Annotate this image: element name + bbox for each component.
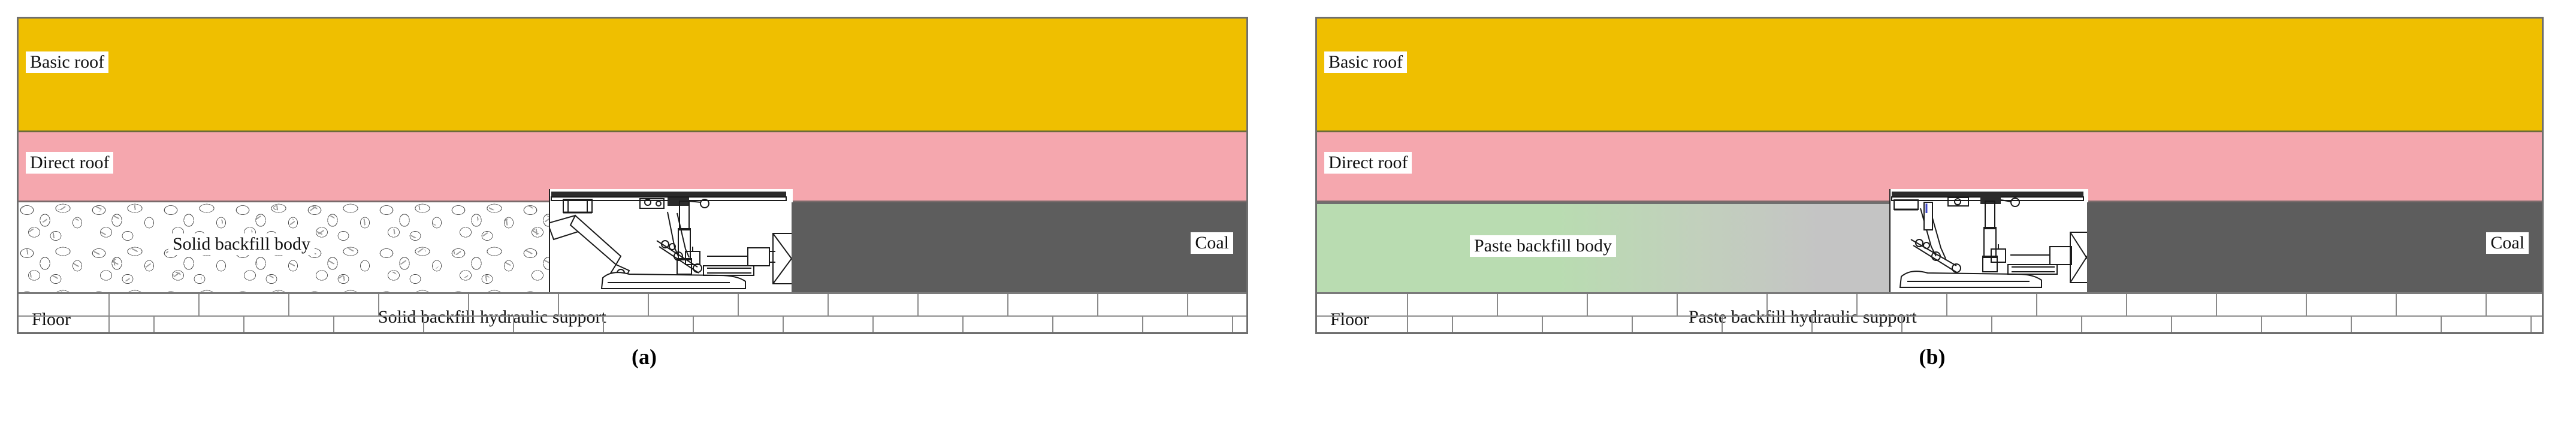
floor-brick — [2171, 315, 2262, 332]
floor-course-line — [1317, 315, 2542, 317]
floor-brick — [917, 294, 1008, 315]
floor-brick — [468, 294, 559, 315]
floor-brick — [1007, 294, 1098, 315]
floor-brick — [19, 294, 110, 315]
floor-brick — [1452, 315, 1543, 332]
floor-brick-row — [1317, 315, 2542, 332]
floor-brick — [2081, 315, 2172, 332]
floor-brick — [693, 315, 784, 332]
floor-brick — [2126, 294, 2217, 315]
floor-brick — [333, 315, 424, 332]
layer-floor-b: Floor Paste backfill hydraulic support — [1317, 292, 2542, 332]
floor-brick — [1142, 315, 1233, 332]
label-basic-roof-a: Basic roof — [26, 51, 109, 73]
floor-brick — [1362, 315, 1453, 332]
caption-b: (b) — [1919, 345, 1946, 369]
floor-brick — [1766, 294, 1858, 315]
floor-brick — [783, 315, 874, 332]
label-paste-backfill-hydraulic-support: Paste backfill hydraulic support — [1689, 307, 1917, 327]
floor-brick — [648, 294, 739, 315]
floor-brick — [1991, 315, 2082, 332]
floor-brick-row — [19, 315, 1246, 332]
floor-brick — [1097, 294, 1188, 315]
diagram-a: Basic roof Direct roof Solid backfill bo… — [17, 17, 1248, 334]
floor-brick — [2396, 294, 2487, 315]
floor-brick — [19, 315, 110, 332]
floor-brick — [1946, 294, 2037, 315]
floor-brick — [2306, 294, 2397, 315]
floor-brick — [2216, 294, 2307, 315]
floor-brick — [1856, 294, 1947, 315]
floor-brick — [198, 294, 289, 315]
floor-brick — [1722, 315, 1813, 332]
layer-coal-a: Coal — [792, 202, 1246, 292]
floor-brick-row — [1317, 294, 2542, 315]
label-floor-a: Floor — [32, 309, 71, 329]
floor-brick — [828, 294, 919, 315]
label-paste-backfill-body: Paste backfill body — [1470, 235, 1616, 257]
layer-solid-backfill-body: Solid backfill body — [19, 202, 549, 292]
floor-brick — [2351, 315, 2442, 332]
layer-basic-roof-b: Basic roof — [1317, 19, 2542, 132]
layer-paste-backfill-body: Paste backfill body — [1317, 202, 1889, 292]
floor-brick — [1587, 294, 1678, 315]
label-solid-backfill-hydraulic-support: Solid backfill hydraulic support — [378, 307, 606, 327]
floor-brick — [378, 294, 469, 315]
machine-void-b — [1889, 189, 2088, 292]
hydraulic-support-icon-a — [550, 192, 793, 289]
floor-brick — [603, 315, 694, 332]
floor-brick — [1317, 294, 1408, 315]
floor-brick — [2530, 315, 2542, 332]
floor-brick — [1232, 315, 1246, 332]
floor-brick — [872, 315, 964, 332]
floor-course-line — [19, 315, 1246, 317]
floor-brick — [288, 294, 379, 315]
floor-brick — [1317, 315, 1408, 332]
floor-brick — [1542, 315, 1633, 332]
caption-a: (a) — [632, 345, 657, 369]
machine-void-a — [549, 189, 793, 292]
layer-floor-a: Floor Solid backfill hydraulic support — [19, 292, 1246, 332]
floor-brick — [64, 315, 155, 332]
floor-brick — [1052, 315, 1143, 332]
seam-zone-b: Paste backfill body — [1317, 189, 2542, 292]
label-direct-roof-a: Direct roof — [26, 152, 114, 174]
layer-coal-b: Coal — [2087, 202, 2542, 292]
floor-brick — [1677, 294, 1768, 315]
label-floor-b: Floor — [1330, 309, 1370, 329]
floor-brick — [2441, 315, 2532, 332]
floor-brick — [243, 315, 334, 332]
floor-brick — [2486, 294, 2542, 315]
layer-basic-roof-a: Basic roof — [19, 19, 1246, 132]
floor-brick — [1632, 315, 1723, 332]
floor-brick-row — [19, 294, 1246, 315]
seam-zone-a: Solid backfill body — [19, 189, 1246, 292]
label-basic-roof-b: Basic roof — [1324, 51, 1408, 73]
label-coal-b: Coal — [2486, 232, 2529, 254]
floor-brick — [2261, 315, 2352, 332]
floor-brick — [153, 315, 244, 332]
diagram-b: Basic roof Direct roof Paste backfill bo… — [1315, 17, 2544, 334]
panel-b: Basic roof Direct roof Paste backfill bo… — [1288, 0, 2576, 431]
floor-brick — [1497, 294, 1588, 315]
floor-brick — [1187, 294, 1246, 315]
floor-brick — [558, 294, 649, 315]
floor-brick — [1901, 315, 1992, 332]
hydraulic-support-icon-b — [1891, 192, 2088, 288]
label-coal-a: Coal — [1191, 232, 1233, 254]
floor-brick — [1407, 294, 1498, 315]
label-solid-backfill-body: Solid backfill body — [168, 233, 315, 255]
floor-brick — [738, 294, 829, 315]
floor-brick — [423, 315, 514, 332]
floor-brick — [1811, 315, 1902, 332]
panel-a: Basic roof Direct roof Solid backfill bo… — [17, 17, 1248, 369]
floor-brick — [962, 315, 1053, 332]
floor-brick — [513, 315, 604, 332]
label-direct-roof-b: Direct roof — [1324, 152, 1412, 174]
floor-brick — [108, 294, 200, 315]
floor-brick — [2036, 294, 2127, 315]
